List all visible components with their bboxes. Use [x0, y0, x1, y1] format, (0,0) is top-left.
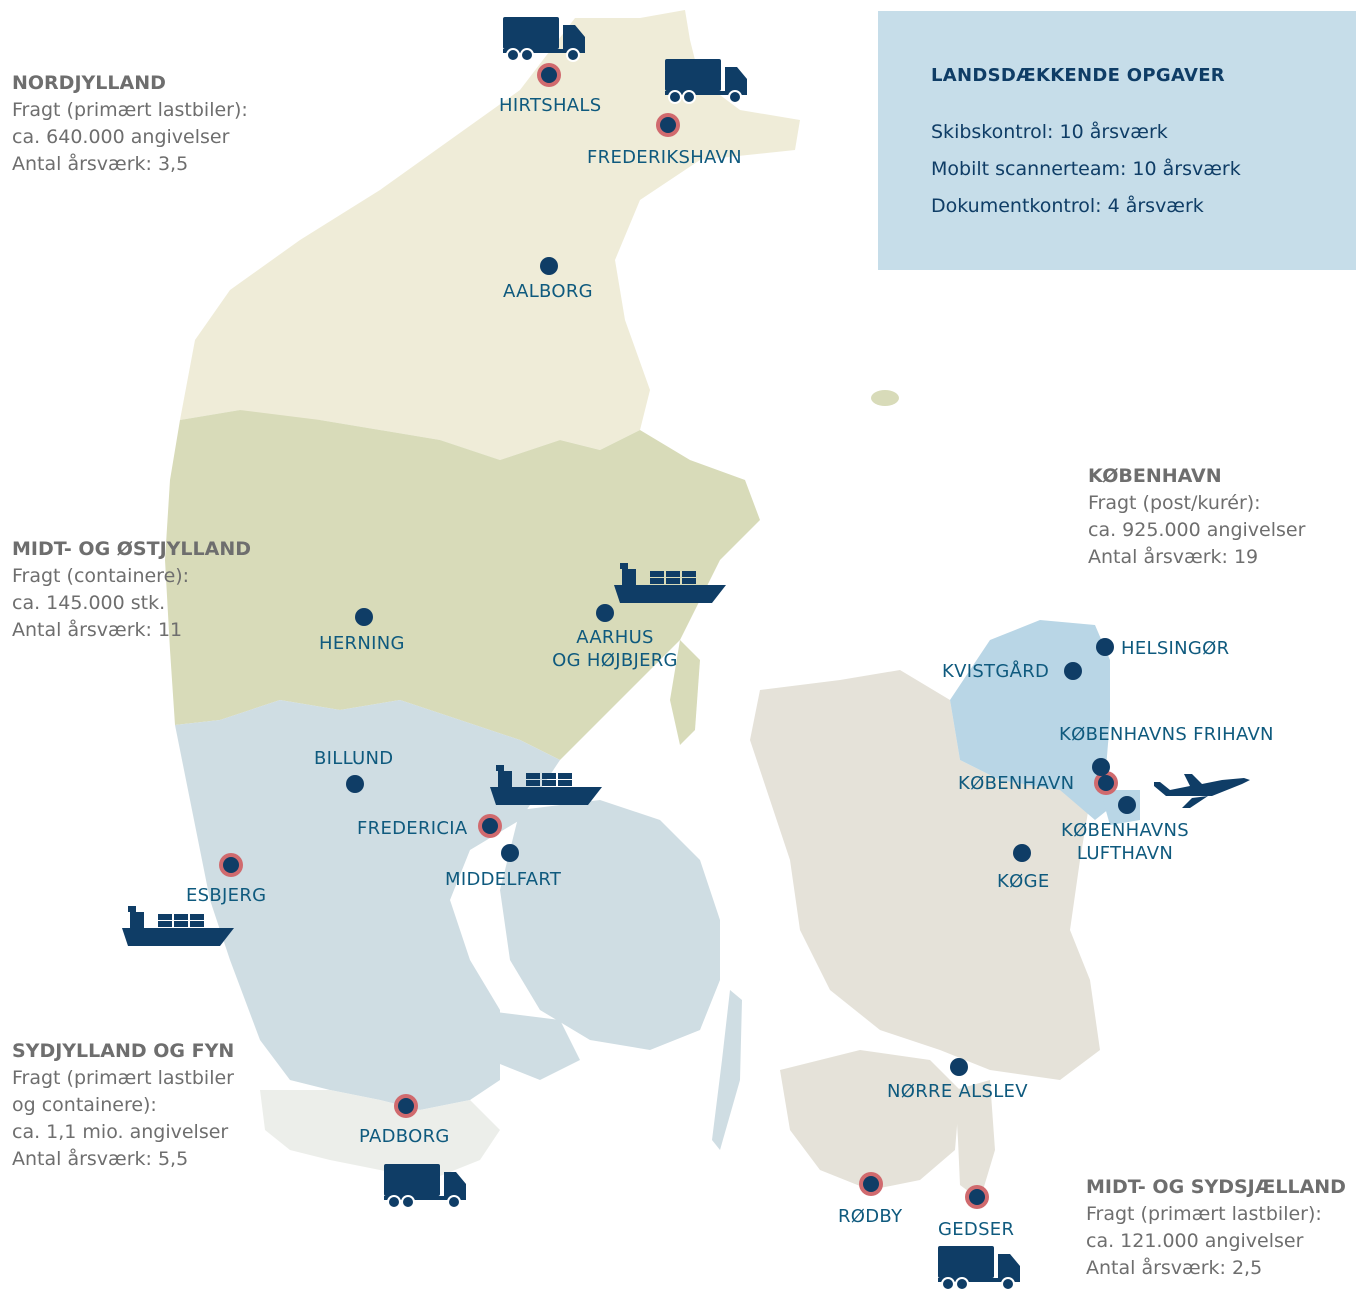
marker-kbh-lufthavn	[1118, 796, 1136, 814]
region-title: SYDJYLLAND OG FYN	[12, 1040, 235, 1062]
city-label-line: LUFTHAVN	[1076, 843, 1174, 864]
region-shape-nordjylland	[180, 10, 800, 460]
city-label-herning: HERNING	[319, 633, 405, 654]
region-title: MIDT- OG SYDSJÆLLAND	[1086, 1176, 1346, 1198]
ship-icon	[122, 906, 234, 946]
city-label-frederikshavn: FREDERIKSHAVN	[587, 147, 742, 168]
region-koebenhavn: KØBENHAVN Fragt (post/kurér): ca. 925.00…	[1088, 463, 1305, 571]
marker-herning	[355, 608, 373, 626]
city-label-aarhus: AARHUS OG HØJBJERG	[535, 626, 695, 672]
region-nordjylland: NORDJYLLAND Fragt (primært lastbiler): c…	[12, 70, 248, 178]
region-line: Antal årsværk: 19	[1088, 546, 1259, 568]
island-langeland	[712, 990, 742, 1150]
region-line: ca. 640.000 angivelser	[12, 126, 230, 148]
region-line: ca. 145.000 stk.	[12, 592, 166, 614]
ship-icon	[614, 563, 726, 603]
marker-ring-roedby	[859, 1172, 883, 1196]
city-label-esbjerg: ESBJERG	[186, 885, 267, 906]
region-shape-sjaelland	[750, 670, 1100, 1080]
marker-billund	[346, 775, 364, 793]
region-line: Antal årsværk: 5,5	[12, 1148, 189, 1170]
infobox-line: Dokumentkontrol: 4 årsværk	[931, 195, 1204, 217]
region-line: Fragt (primært lastbiler):	[12, 99, 248, 121]
marker-middelfart	[501, 844, 519, 862]
region-line: Antal årsværk: 2,5	[1086, 1257, 1263, 1279]
island-fyn	[500, 800, 720, 1050]
city-label-koebenhavn: KØBENHAVN	[958, 773, 1075, 794]
island-als	[480, 1010, 580, 1080]
marker-ring-esbjerg	[219, 853, 243, 877]
region-line: ca. 121.000 angivelser	[1086, 1230, 1304, 1252]
region-line: og containere):	[12, 1094, 157, 1116]
truck-icon	[503, 17, 585, 62]
marker-ring-koebenhavn	[1094, 771, 1118, 795]
region-sydjylland-fyn: SYDJYLLAND OG FYN Fragt (primært lastbil…	[12, 1038, 234, 1173]
city-label-koege: KØGE	[997, 871, 1050, 892]
region-shape-soenderjylland	[260, 1090, 500, 1180]
city-label-line: KØBENHAVNS	[1060, 820, 1190, 841]
region-line: Fragt (primært lastbiler):	[1086, 1203, 1322, 1225]
region-line: Antal årsværk: 3,5	[12, 153, 189, 175]
city-label-roedby: RØDBY	[838, 1206, 903, 1227]
city-label-kbh-lufthavn: KØBENHAVNS LUFTHAVN	[1045, 819, 1205, 865]
infobox-title: LANDSDÆKKENDE OPGAVER	[931, 65, 1225, 86]
truck-icon	[665, 59, 747, 104]
marker-kbh-frihavn	[1092, 758, 1110, 776]
infobox-line: Skibskontrol: 10 årsværk	[931, 121, 1168, 143]
region-shape-midt-oest	[165, 410, 760, 760]
region-title: KØBENHAVN	[1088, 465, 1222, 487]
city-label-hirtshals: HIRTSHALS	[499, 95, 602, 116]
marker-noerre-alslev	[950, 1058, 968, 1076]
truck-icon	[938, 1246, 1020, 1291]
city-label-padborg: PADBORG	[359, 1126, 450, 1147]
truck-icon	[384, 1164, 466, 1209]
marker-koege	[1013, 844, 1031, 862]
city-label-kbh-frihavn: KØBENHAVNS FRIHAVN	[1059, 724, 1274, 745]
island-lolland	[780, 1050, 960, 1190]
city-label-noerre-alslev: NØRRE ALSLEV	[887, 1081, 1028, 1102]
island-laesoe	[871, 390, 899, 406]
city-label-gedser: GEDSER	[938, 1219, 1015, 1240]
infobox-line: Mobilt scannerteam: 10 årsværk	[931, 158, 1241, 180]
region-line: Fragt (containere):	[12, 565, 190, 587]
ship-icon	[490, 765, 602, 805]
marker-helsingoer	[1096, 638, 1114, 656]
region-title: NORDJYLLAND	[12, 72, 166, 94]
marker-aarhus	[596, 604, 614, 622]
region-shape-sydjylland-fyn	[175, 700, 560, 1110]
region-line: Fragt (primært lastbiler	[12, 1067, 234, 1089]
city-label-line: AARHUS	[576, 627, 654, 648]
marker-ring-fredericia	[478, 814, 502, 838]
city-label-aalborg: AALBORG	[503, 281, 593, 302]
region-line: Fragt (post/kurér):	[1088, 492, 1261, 514]
nationwide-tasks-box: LANDSDÆKKENDE OPGAVER Skibskontrol: 10 å…	[878, 11, 1356, 270]
city-label-billund: BILLUND	[314, 748, 394, 769]
marker-ring-padborg	[394, 1094, 418, 1118]
region-title: MIDT- OG ØSTJYLLAND	[12, 538, 251, 560]
island-falster	[955, 1080, 995, 1200]
city-label-helsingoer: HELSINGØR	[1121, 638, 1230, 659]
island-samsoe	[670, 640, 700, 745]
city-label-line: OG HØJBJERG	[552, 650, 678, 671]
region-line: Antal årsværk: 11	[12, 619, 183, 641]
marker-aalborg	[540, 257, 558, 275]
marker-ring-frederikshavn	[656, 113, 680, 137]
region-midt-sydsjaelland: MIDT- OG SYDSJÆLLAND Fragt (primært last…	[1086, 1174, 1346, 1282]
region-line: ca. 925.000 angivelser	[1088, 519, 1306, 541]
airplane-icon	[1154, 774, 1250, 808]
marker-ring-gedser	[965, 1185, 989, 1209]
marker-ring-hirtshals	[537, 63, 561, 87]
region-midt-oestjylland: MIDT- OG ØSTJYLLAND Fragt (containere): …	[12, 536, 251, 644]
marker-kvistgaard	[1064, 662, 1082, 680]
city-label-fredericia: FREDERICIA	[357, 818, 468, 839]
region-line: ca. 1,1 mio. angivelser	[12, 1121, 229, 1143]
city-label-middelfart: MIDDELFART	[445, 869, 562, 890]
city-label-kvistgaard: KVISTGÅRD	[942, 661, 1050, 682]
